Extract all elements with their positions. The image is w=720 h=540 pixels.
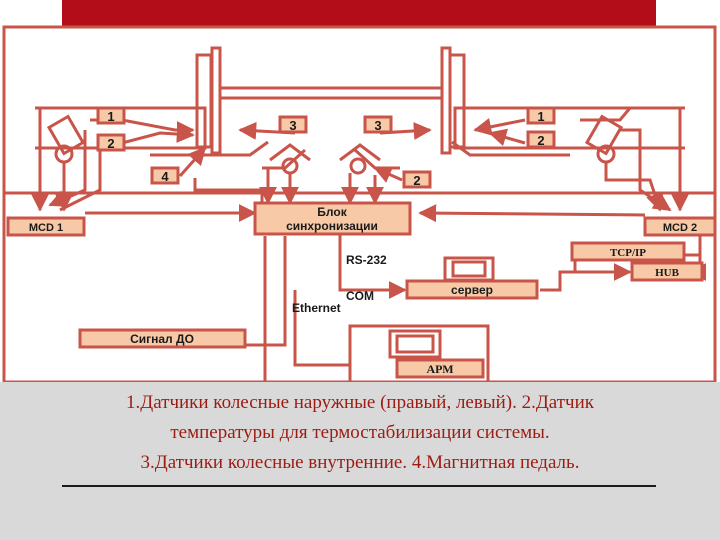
rs232-label: RS-232	[346, 253, 387, 267]
hub-box	[630, 261, 704, 282]
sensor-label-temp-2: 2	[413, 173, 420, 188]
caption-line-2: температуры для термостабилизации систем…	[170, 422, 550, 443]
mcd1-box	[6, 216, 86, 237]
label-box-temp-2	[402, 170, 432, 189]
mcd2-label: MCD 2	[663, 222, 697, 234]
sync-block-label-line2: синхронизации	[286, 219, 378, 233]
label-box-outer-right-2	[526, 130, 556, 149]
signal-link	[245, 236, 287, 382]
mcd2-box	[643, 216, 717, 237]
sync-links-top	[193, 168, 384, 205]
rails	[35, 106, 685, 157]
inner-sensors	[262, 143, 400, 175]
mcd1-links	[31, 130, 102, 212]
sensor-label-pedal-4: 4	[161, 169, 169, 184]
title-band	[62, 0, 656, 26]
sensor-label-inner-left-3: 3	[289, 118, 296, 133]
label-box-outer-right-1	[526, 106, 556, 125]
arm-label: АРМ	[426, 362, 453, 376]
mcd1-label: MCD 1	[29, 222, 63, 234]
rs232-link	[338, 232, 407, 299]
caption-line-1: 1.Датчики колесные наружные (правый, лев…	[125, 392, 594, 413]
ethernet-label: Ethernet	[292, 301, 341, 315]
wheel-sensor-system-diagram: 1 2 4 3 3 1 2 2 MCD 1 MCD 2 Блок синхрон…	[2, 25, 717, 382]
sensor-label-outer-left-1: 1	[107, 109, 114, 124]
arm-container	[348, 324, 490, 382]
sync-block-label-line1: Блок	[317, 205, 347, 219]
hub-label: HUB	[655, 267, 680, 279]
server-box	[405, 279, 539, 300]
diagram-frame	[2, 25, 717, 382]
signal-do-box	[78, 328, 247, 349]
signal-do-label: Сигнал ДО	[130, 332, 194, 346]
mcd2-links	[604, 128, 689, 212]
caption: 1.Датчики колесные наружные (правый, лев…	[40, 388, 680, 478]
sync-block-box	[253, 201, 412, 236]
com-label: COM	[346, 289, 374, 303]
arm-box	[395, 358, 485, 379]
ethernet-link	[293, 290, 350, 367]
server-to-hub	[540, 263, 632, 292]
label-box-inner-left-3	[278, 115, 308, 134]
label-box-outer-left-1	[96, 106, 126, 125]
tcpip-box	[570, 241, 686, 262]
wheelset	[195, 46, 466, 155]
sensor-label-outer-right-1: 1	[537, 109, 544, 124]
arm-monitor-icon	[388, 329, 442, 359]
sensor-label-outer-left-2: 2	[107, 136, 114, 151]
label-box-inner-right-3	[363, 115, 393, 134]
label-box-pedal-4	[150, 166, 180, 185]
label-box-outer-left-2	[96, 133, 126, 152]
sensor-label-inner-right-3: 3	[374, 118, 381, 133]
server-label: сервер	[451, 283, 493, 297]
tcpip-label: TCP/IP	[610, 247, 646, 259]
sensor-label-outer-right-2: 2	[537, 133, 544, 148]
caption-line-3: 3.Датчики колесные внутренние. 4.Магнитн…	[140, 452, 580, 473]
caption-underline	[62, 485, 656, 487]
caption-panel	[0, 382, 720, 540]
mcd2-to-sync	[418, 204, 646, 223]
